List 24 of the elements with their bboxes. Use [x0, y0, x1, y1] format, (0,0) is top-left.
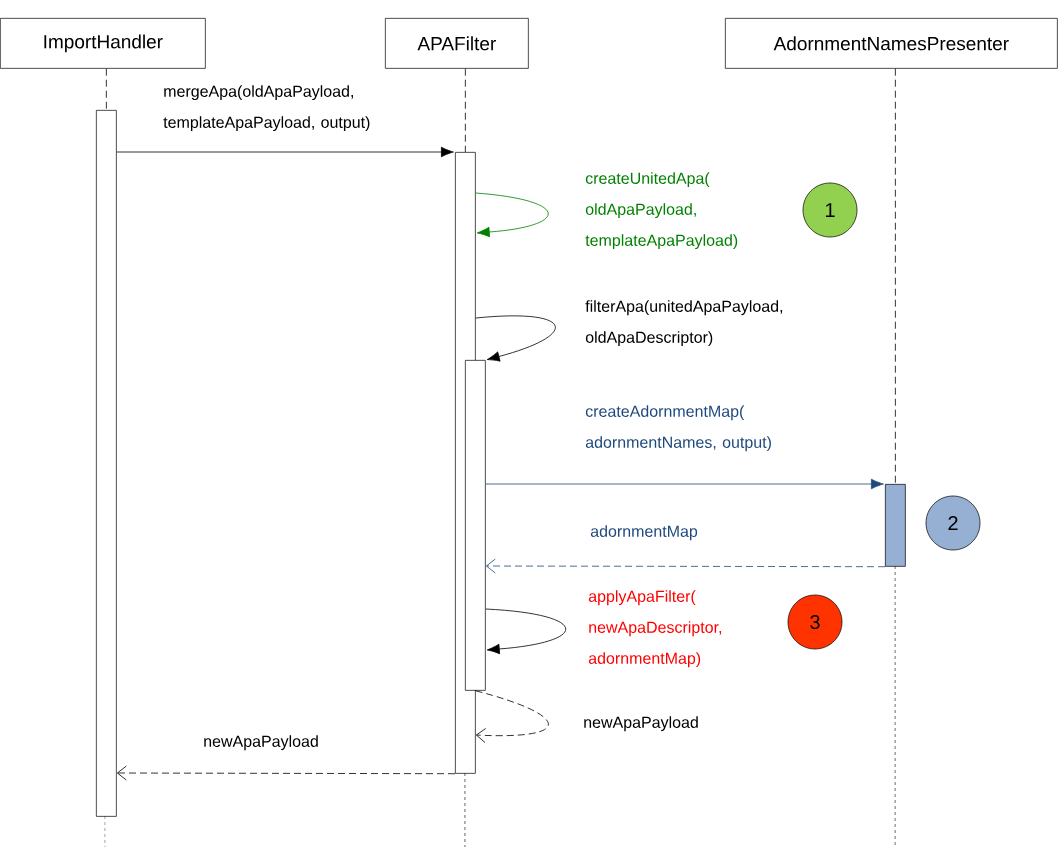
message-label: applyApaFilter( newApaDescriptor, adornmentMap) [588, 590, 722, 668]
participant-box: AdornmentNamesPresenter [725, 18, 1058, 69]
self-message-arrow [475, 315, 556, 362]
message-label: createAdornmentMap( adornmentNames, output) [585, 405, 771, 452]
message-label: newApaPayload [584, 716, 698, 732]
participant-box: ImportHandler [0, 18, 206, 69]
activation-bar [465, 360, 486, 691]
lifeline [464, 68, 466, 153]
return-arrow [474, 690, 549, 743]
message-label: adornmentMap [590, 525, 698, 541]
self-message-arrow [485, 608, 567, 655]
activation-bar [96, 110, 117, 817]
message-label: filterApa(unitedApaPayload, oldApaDescriptor) [585, 300, 783, 347]
message-arrow [485, 478, 884, 490]
message-label: mergeApa(oldApaPayload, templateApaPayload, output) [163, 85, 370, 132]
message-label: newApaPayload [204, 735, 318, 751]
return-arrow [485, 558, 886, 574]
activation-bar [885, 484, 906, 567]
self-message-arrow [475, 192, 549, 238]
message-label: createUnitedApa( oldApaPayload, templateApaPayload) [585, 172, 738, 250]
message-arrow [116, 146, 454, 158]
lifeline [105, 68, 107, 111]
return-arrow [116, 765, 456, 781]
participant-box: APAFilter [385, 18, 529, 69]
